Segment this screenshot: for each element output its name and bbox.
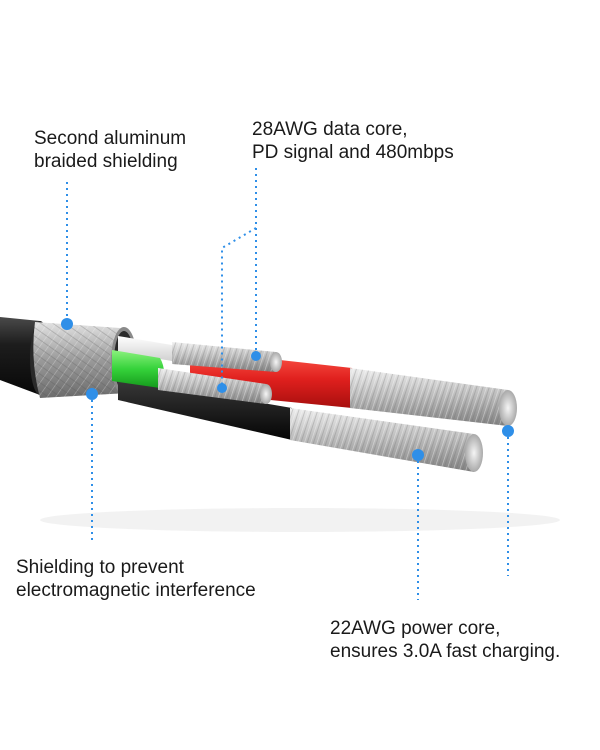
callout-second-shielding-line1: Second aluminum (34, 128, 187, 149)
ground-shadow (40, 508, 560, 532)
data-strands-lower (158, 368, 272, 404)
callout-second-shielding-line2: braided shielding (34, 151, 178, 172)
callout-data-core-line1: 28AWG data core, (252, 119, 408, 140)
callout-emi-shielding: Shielding to prevent electromagnetic int… (16, 556, 256, 602)
callout-dots (61, 318, 514, 461)
callout-power-core: 22AWG power core, ensures 3.0A fast char… (330, 617, 560, 663)
dot-emi-shielding (86, 388, 98, 400)
power-strands-black (290, 408, 483, 472)
dot-data-core-upper (251, 351, 261, 361)
dot-second-shielding (61, 318, 73, 330)
dot-power-core-red (502, 425, 514, 437)
callout-power-core-line1: 22AWG power core, (330, 618, 501, 639)
callout-second-shielding: Second aluminum braided shielding (34, 127, 186, 173)
data-strands-upper (172, 342, 282, 372)
leader-data-core-a (221, 168, 257, 386)
callout-data-core: 28AWG data core, PD signal and 480mbps (252, 118, 454, 164)
leader-lines (66, 168, 509, 600)
white-wire (118, 336, 178, 362)
callout-data-core-line2: PD signal and 480mbps (252, 142, 454, 163)
callout-emi-shielding-line1: Shielding to prevent (16, 557, 184, 578)
callout-power-core-line2: ensures 3.0A fast charging. (330, 641, 561, 662)
callout-emi-shielding-line2: electromagnetic interference (16, 580, 256, 601)
green-wire (112, 350, 164, 388)
dot-power-core-black (412, 449, 424, 461)
dot-data-core-lower (217, 383, 227, 393)
black-wire (118, 378, 292, 440)
power-strands-red (350, 368, 517, 426)
